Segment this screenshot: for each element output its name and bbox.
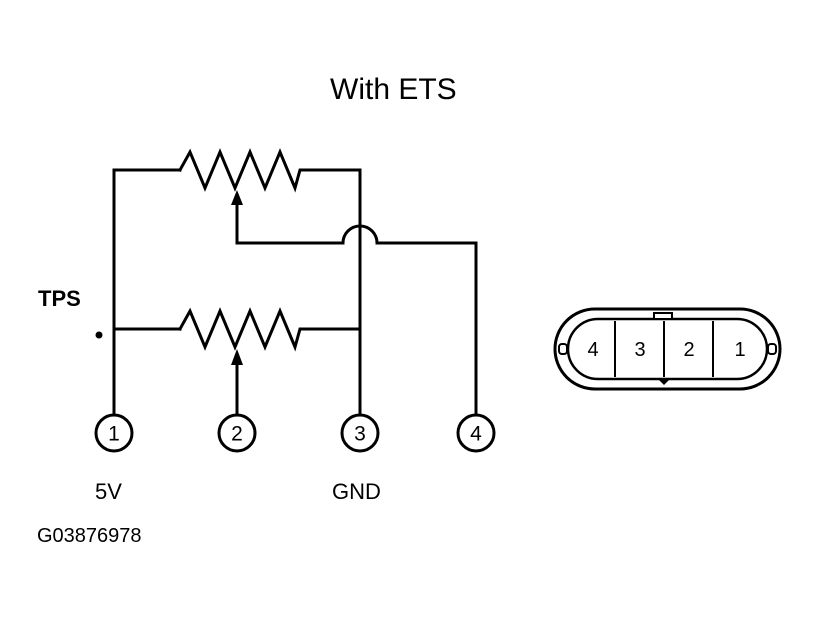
terminal-3-label: GND xyxy=(332,479,381,504)
connector-key-tab xyxy=(653,312,673,320)
terminal-1: 1 xyxy=(94,413,134,453)
upper-resistor xyxy=(177,148,362,193)
terminal-2-number: 2 xyxy=(231,423,243,446)
connector-latch-left xyxy=(558,343,568,355)
terminal-1-number: 1 xyxy=(108,423,120,446)
connector-pin-2: 2 xyxy=(683,339,694,361)
terminal-1-label: 5V xyxy=(95,479,122,504)
terminal-3-number: 3 xyxy=(354,423,366,446)
terminal-3: 3 xyxy=(340,413,380,453)
component-dot xyxy=(95,331,103,339)
connector-pin-3: 3 xyxy=(634,339,645,361)
lower-resistor xyxy=(177,307,362,352)
terminal-4-number: 4 xyxy=(470,423,482,446)
terminal-4: 4 xyxy=(456,413,496,453)
diagram-title: With ETS xyxy=(330,73,457,106)
connector-pin-1: 1 xyxy=(734,339,745,361)
connector-lock-arrow xyxy=(658,379,670,385)
wire-terminal-4 xyxy=(235,202,478,417)
terminal-2: 2 xyxy=(217,413,257,453)
figure-id: G03876978 xyxy=(37,525,142,547)
connector: 4 3 2 1 xyxy=(553,307,782,391)
upper-wiper-arrow xyxy=(231,190,243,205)
component-label: TPS xyxy=(38,286,81,311)
lower-wiper-arrow xyxy=(231,349,243,365)
connector-latch-right xyxy=(767,343,777,355)
wire-terminal-1 xyxy=(112,168,182,417)
connector-pin-4: 4 xyxy=(587,339,598,361)
